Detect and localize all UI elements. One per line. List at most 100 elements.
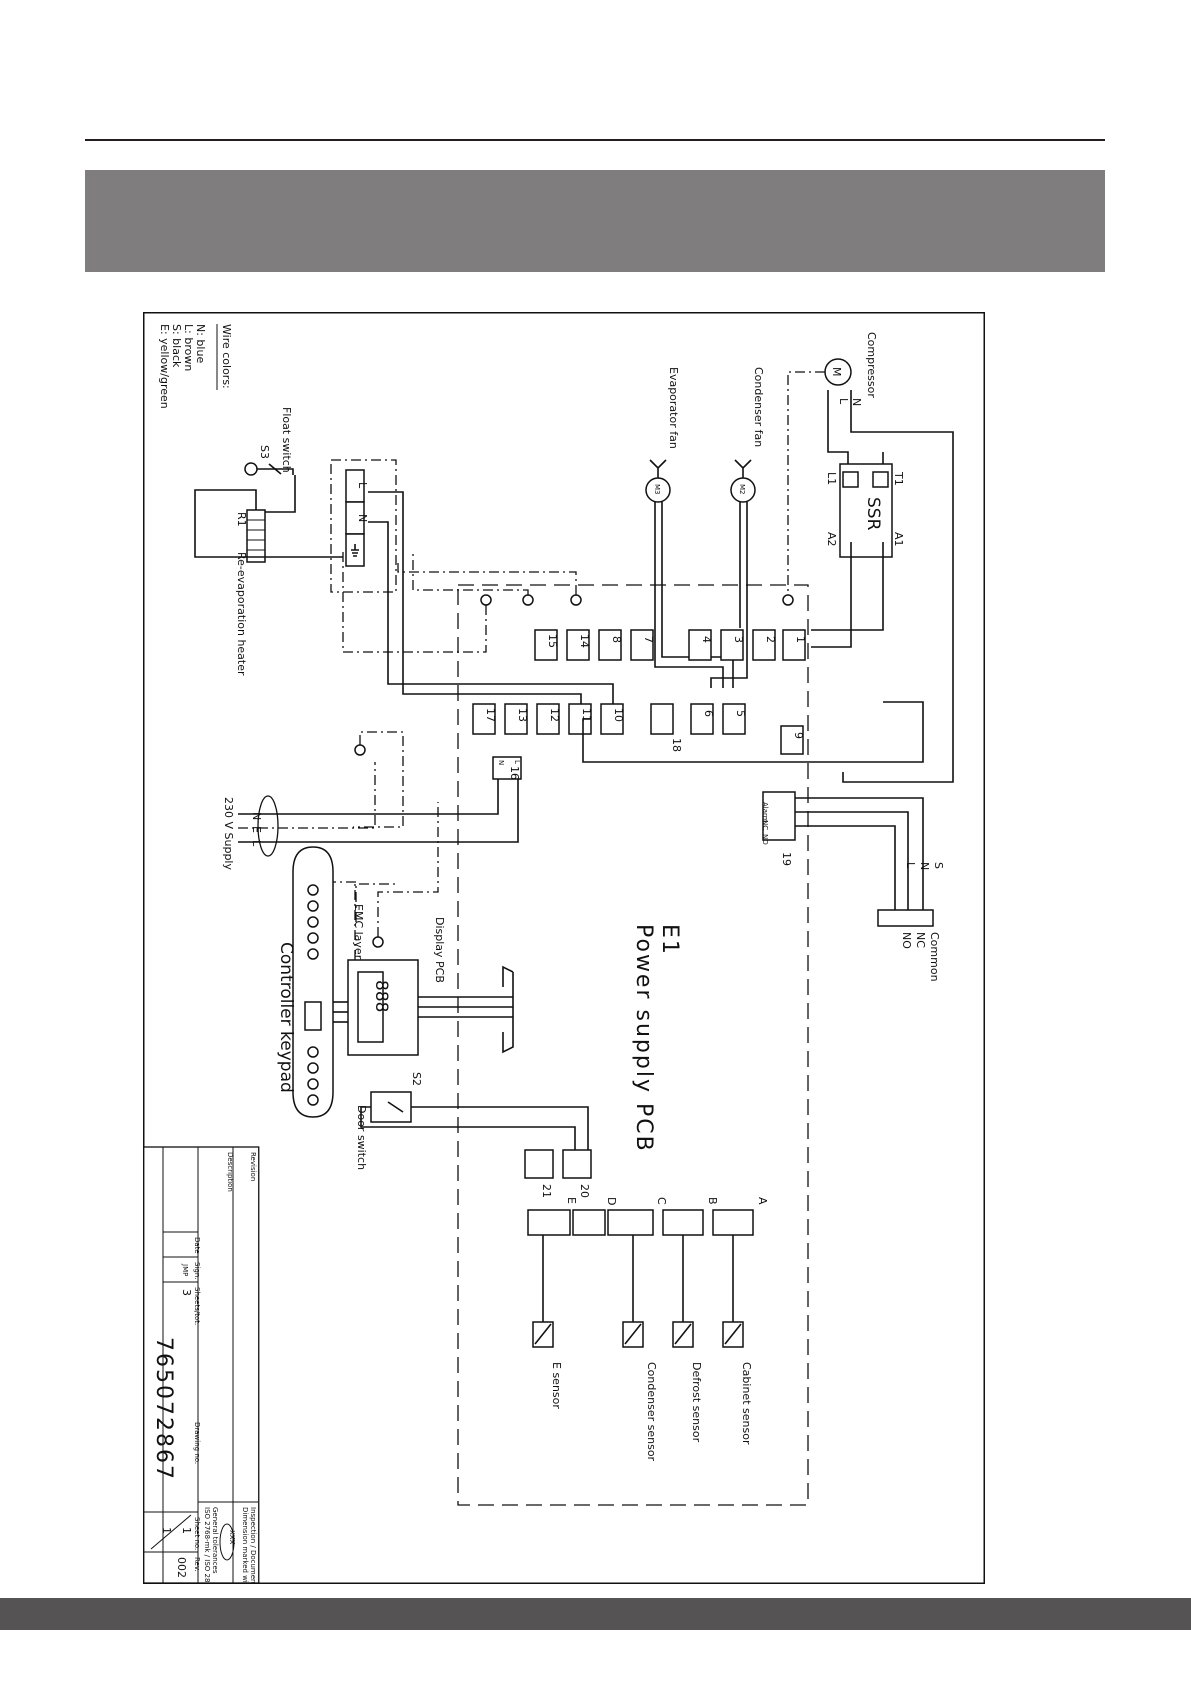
- svg-text:16: 16: [508, 766, 521, 780]
- condenser-sensor-label: Condenser sensor: [645, 1362, 658, 1462]
- terminal-10: 10: [600, 703, 625, 735]
- evaporator-fan: M3 Evaporator fan: [645, 367, 680, 503]
- supply-e-label: E: [250, 826, 263, 833]
- no-label: NO: [900, 932, 913, 949]
- terminal-15: 15: [534, 629, 559, 661]
- svg-text:B: B: [706, 1197, 719, 1205]
- door-switch: Door switch S2: [355, 1072, 423, 1170]
- svg-text:1: 1: [794, 636, 807, 643]
- sensor-symbols: [532, 1321, 744, 1348]
- re-evaporation-heater: R1 Re-evaporation heater: [235, 509, 266, 676]
- svg-text:21: 21: [540, 1184, 553, 1198]
- evaporator-fan-label: Evaporator fan: [667, 367, 680, 449]
- revision-label: Revision: [249, 1152, 257, 1181]
- svg-text:S: S: [932, 862, 945, 869]
- header-band: [85, 170, 1105, 272]
- header-rule: [85, 139, 1105, 141]
- svg-text:5: 5: [734, 710, 747, 717]
- wire-color-legend: Wire colors: N: blue L: brown S: black E…: [158, 324, 233, 409]
- ssr-t1: T1: [892, 471, 905, 486]
- ssr-l1: L1: [825, 472, 838, 485]
- alarm-nc-label: NC: [761, 820, 769, 830]
- terminal-13: 13: [504, 703, 529, 735]
- evaporator-fan-motor-label: M3: [653, 484, 661, 495]
- terminal-2: 2: [752, 629, 777, 661]
- sign-value: JMP: [181, 1263, 189, 1276]
- wire-color-n: N: blue: [194, 324, 207, 363]
- svg-text:L: L: [513, 760, 521, 764]
- alarm-no-label: NO: [761, 834, 769, 845]
- sheet-no-label: Sheet no.: [193, 1517, 201, 1550]
- condenser-fan-motor-label: M2: [738, 484, 746, 495]
- alarm-label: Alarm: [761, 802, 769, 823]
- s3-label: S3: [258, 445, 271, 459]
- compressor-label: Compressor: [865, 332, 878, 398]
- ssr-a2: A2: [825, 532, 838, 547]
- terminal-12: 12: [536, 703, 561, 735]
- e-sensor-label: E sensor: [550, 1362, 563, 1409]
- sheets-label: Sheets/tot.: [193, 1287, 201, 1325]
- terminal-7: 7: [630, 629, 655, 661]
- compressor-l-label: L: [837, 398, 850, 405]
- condenser-fan-label: Condenser fan: [752, 367, 765, 447]
- common-label: Common: [928, 932, 941, 982]
- float-switch-label: Float switch: [280, 407, 293, 473]
- terminal-l-label: L: [356, 482, 369, 489]
- svg-text:15: 15: [546, 634, 559, 648]
- terminal-16: L N 16: [492, 756, 522, 780]
- svg-text:12: 12: [548, 708, 561, 722]
- wire-color-l: L: brown: [182, 324, 195, 371]
- wiring-diagram: Wire colors: N: blue L: brown S: black E…: [143, 312, 985, 1584]
- description-label: Description: [226, 1152, 234, 1192]
- svg-text:3: 3: [732, 636, 745, 643]
- company-line1: Inspection / Document: [249, 1507, 257, 1584]
- drawing-no: 765072867: [151, 1337, 176, 1481]
- svg-text:17: 17: [484, 708, 497, 722]
- company-logo: XXX: [228, 1530, 236, 1545]
- terminal-8: 8: [598, 629, 623, 661]
- svg-text:N: N: [918, 862, 931, 870]
- pcb-title: Power supply PCB: [631, 924, 656, 1153]
- sheet-tot: 1: [160, 1527, 173, 1534]
- svg-text:N: N: [497, 760, 505, 765]
- alarm-output-terminals: S N L Common NC NO: [877, 862, 945, 982]
- svg-text:10: 10: [612, 708, 625, 722]
- power-supply-pcb-outline: [457, 584, 809, 1506]
- svg-text:13: 13: [516, 708, 529, 722]
- terminal-row-middle: 5 6 18 10 11 12 13 17 9: [472, 703, 805, 755]
- svg-text:C: C: [655, 1197, 668, 1205]
- rev-label: Rev.: [193, 1557, 201, 1572]
- title-block: Revision Description Date Sign. Sheets/t…: [143, 1146, 260, 1584]
- company-line3: General tolerances: [211, 1507, 219, 1574]
- svg-text:9: 9: [792, 732, 805, 739]
- sheets-value: 3: [180, 1289, 193, 1296]
- terminal-9: 9: [780, 725, 805, 755]
- footer-band: [0, 1598, 1191, 1630]
- supply-l-label: L: [250, 840, 263, 847]
- nc-label: NC: [914, 932, 927, 948]
- mains-terminal-block: L N: [330, 459, 397, 593]
- ssr: SSR T1 L1 A1 A2: [825, 463, 905, 558]
- terminal-3: 3: [720, 629, 745, 661]
- svg-text:2: 2: [764, 636, 777, 643]
- earth-points: [354, 594, 794, 948]
- compressor-motor-label: M: [830, 367, 843, 377]
- company-line2: Dimension marked with: [241, 1507, 249, 1584]
- wire-colors-title: Wire colors:: [220, 324, 233, 389]
- wire-color-s: S: black: [170, 324, 183, 368]
- terminal-row-top: 1 2 3 4 7 8 14 15: [534, 629, 807, 661]
- emc-layer-label: EMC layer: [352, 904, 365, 960]
- display-digits: 888: [371, 980, 391, 1012]
- s2-label: S2: [410, 1072, 423, 1086]
- controller-keypad-label: Controller keypad: [276, 942, 296, 1093]
- company-line4: ISO 2768-mk / ISO 286-2: [203, 1507, 211, 1584]
- terminal-4: 4: [688, 629, 713, 661]
- defrost-sensor-label: Defrost sensor: [690, 1362, 703, 1443]
- display-pcb: 888 Display PCB: [347, 917, 446, 1056]
- terminal-6: 6: [690, 703, 715, 735]
- alarm-relay-terminal: Alarm NC NO 19: [761, 791, 796, 866]
- supply-n-label: N: [250, 812, 263, 820]
- terminal-17: 17: [472, 703, 497, 735]
- svg-text:14: 14: [578, 634, 591, 648]
- svg-text:8: 8: [610, 636, 623, 643]
